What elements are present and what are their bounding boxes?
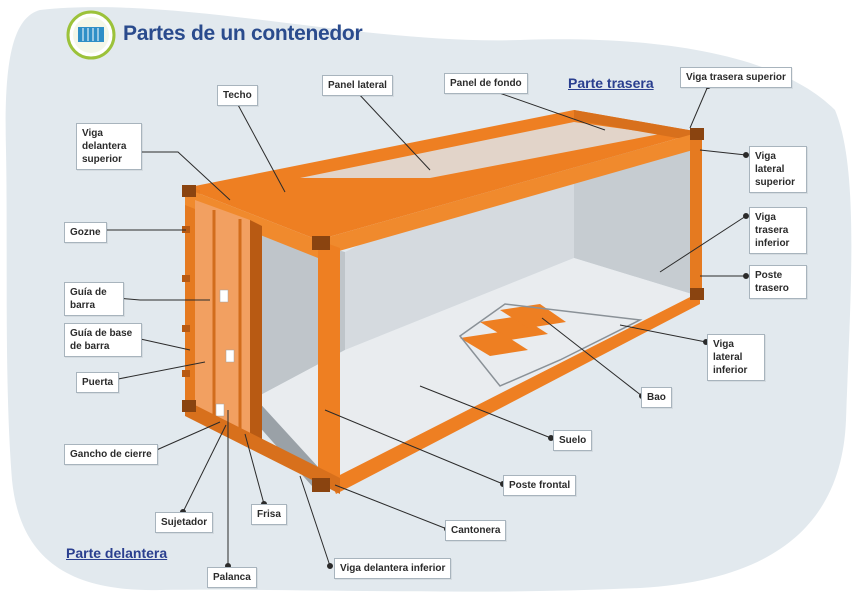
label-viga-lateral-superior: Viga lateral superior — [749, 146, 807, 193]
label-gozne: Gozne — [64, 222, 107, 243]
side-top-beam — [318, 132, 700, 255]
side-bottom-beam — [330, 292, 700, 494]
label-viga-lateral-inferior: Viga lateral inferior — [707, 334, 765, 381]
door-panel — [195, 200, 250, 446]
label-palanca: Palanca — [207, 567, 257, 588]
page-title: Partes de un contenedor — [123, 22, 363, 45]
corner-casting — [312, 478, 330, 492]
corner-casting — [182, 400, 196, 412]
corner-casting — [182, 185, 196, 197]
label-cantonera: Cantonera — [445, 520, 507, 541]
rear-heading: Parte trasera — [568, 75, 654, 91]
door-panel-right — [250, 220, 262, 452]
label-viga-trasera-superior: Viga trasera superior — [680, 67, 792, 88]
floor-opening — [458, 303, 643, 387]
label-frisa: Frisa — [251, 504, 287, 525]
corner-casting — [312, 236, 330, 250]
floor-beam — [500, 304, 566, 328]
front-bottom-beam — [185, 400, 340, 494]
corner-casting — [690, 128, 704, 140]
label-viga-delantera-inferior: Viga delantera inferior — [334, 558, 452, 579]
door-handle — [215, 403, 225, 417]
label-panel-lateral: Panel lateral — [322, 75, 393, 96]
floor-beam — [480, 316, 548, 340]
label-viga-trasera-inferior: Viga trasera inferior — [749, 207, 807, 254]
label-poste-trasero: Poste trasero — [749, 265, 807, 299]
front-heading: Parte delantera — [66, 545, 168, 561]
label-panel-fondo: Panel de fondo — [444, 73, 528, 94]
label-viga-delantera-superior: Viga delantera superior — [76, 123, 142, 170]
corner-casting — [690, 288, 704, 300]
hinge — [182, 370, 190, 377]
rear-corner-post — [690, 138, 702, 300]
label-techo: Techo — [217, 85, 258, 106]
label-gancho-cierre: Gancho de cierre — [64, 444, 158, 465]
rear-top-beam — [574, 110, 700, 142]
floor-beam — [460, 332, 528, 356]
hinge — [182, 325, 190, 332]
label-puerta: Puerta — [76, 372, 120, 393]
label-suelo: Suelo — [553, 430, 593, 451]
label-guia-base-barra: Guía de base de barra — [64, 323, 142, 357]
hinge — [182, 275, 190, 282]
roof-panel-light — [300, 122, 660, 178]
back-wall — [574, 140, 695, 295]
label-sujetador: Sujetador — [155, 512, 214, 533]
container-icon — [66, 10, 116, 60]
label-guia-barra: Guía de barra — [64, 282, 124, 316]
door-handle — [219, 289, 229, 303]
door-handle — [225, 349, 235, 363]
label-bao: Bao — [641, 387, 672, 408]
label-poste-frontal: Poste frontal — [503, 475, 577, 496]
front-corner-post — [318, 240, 340, 490]
